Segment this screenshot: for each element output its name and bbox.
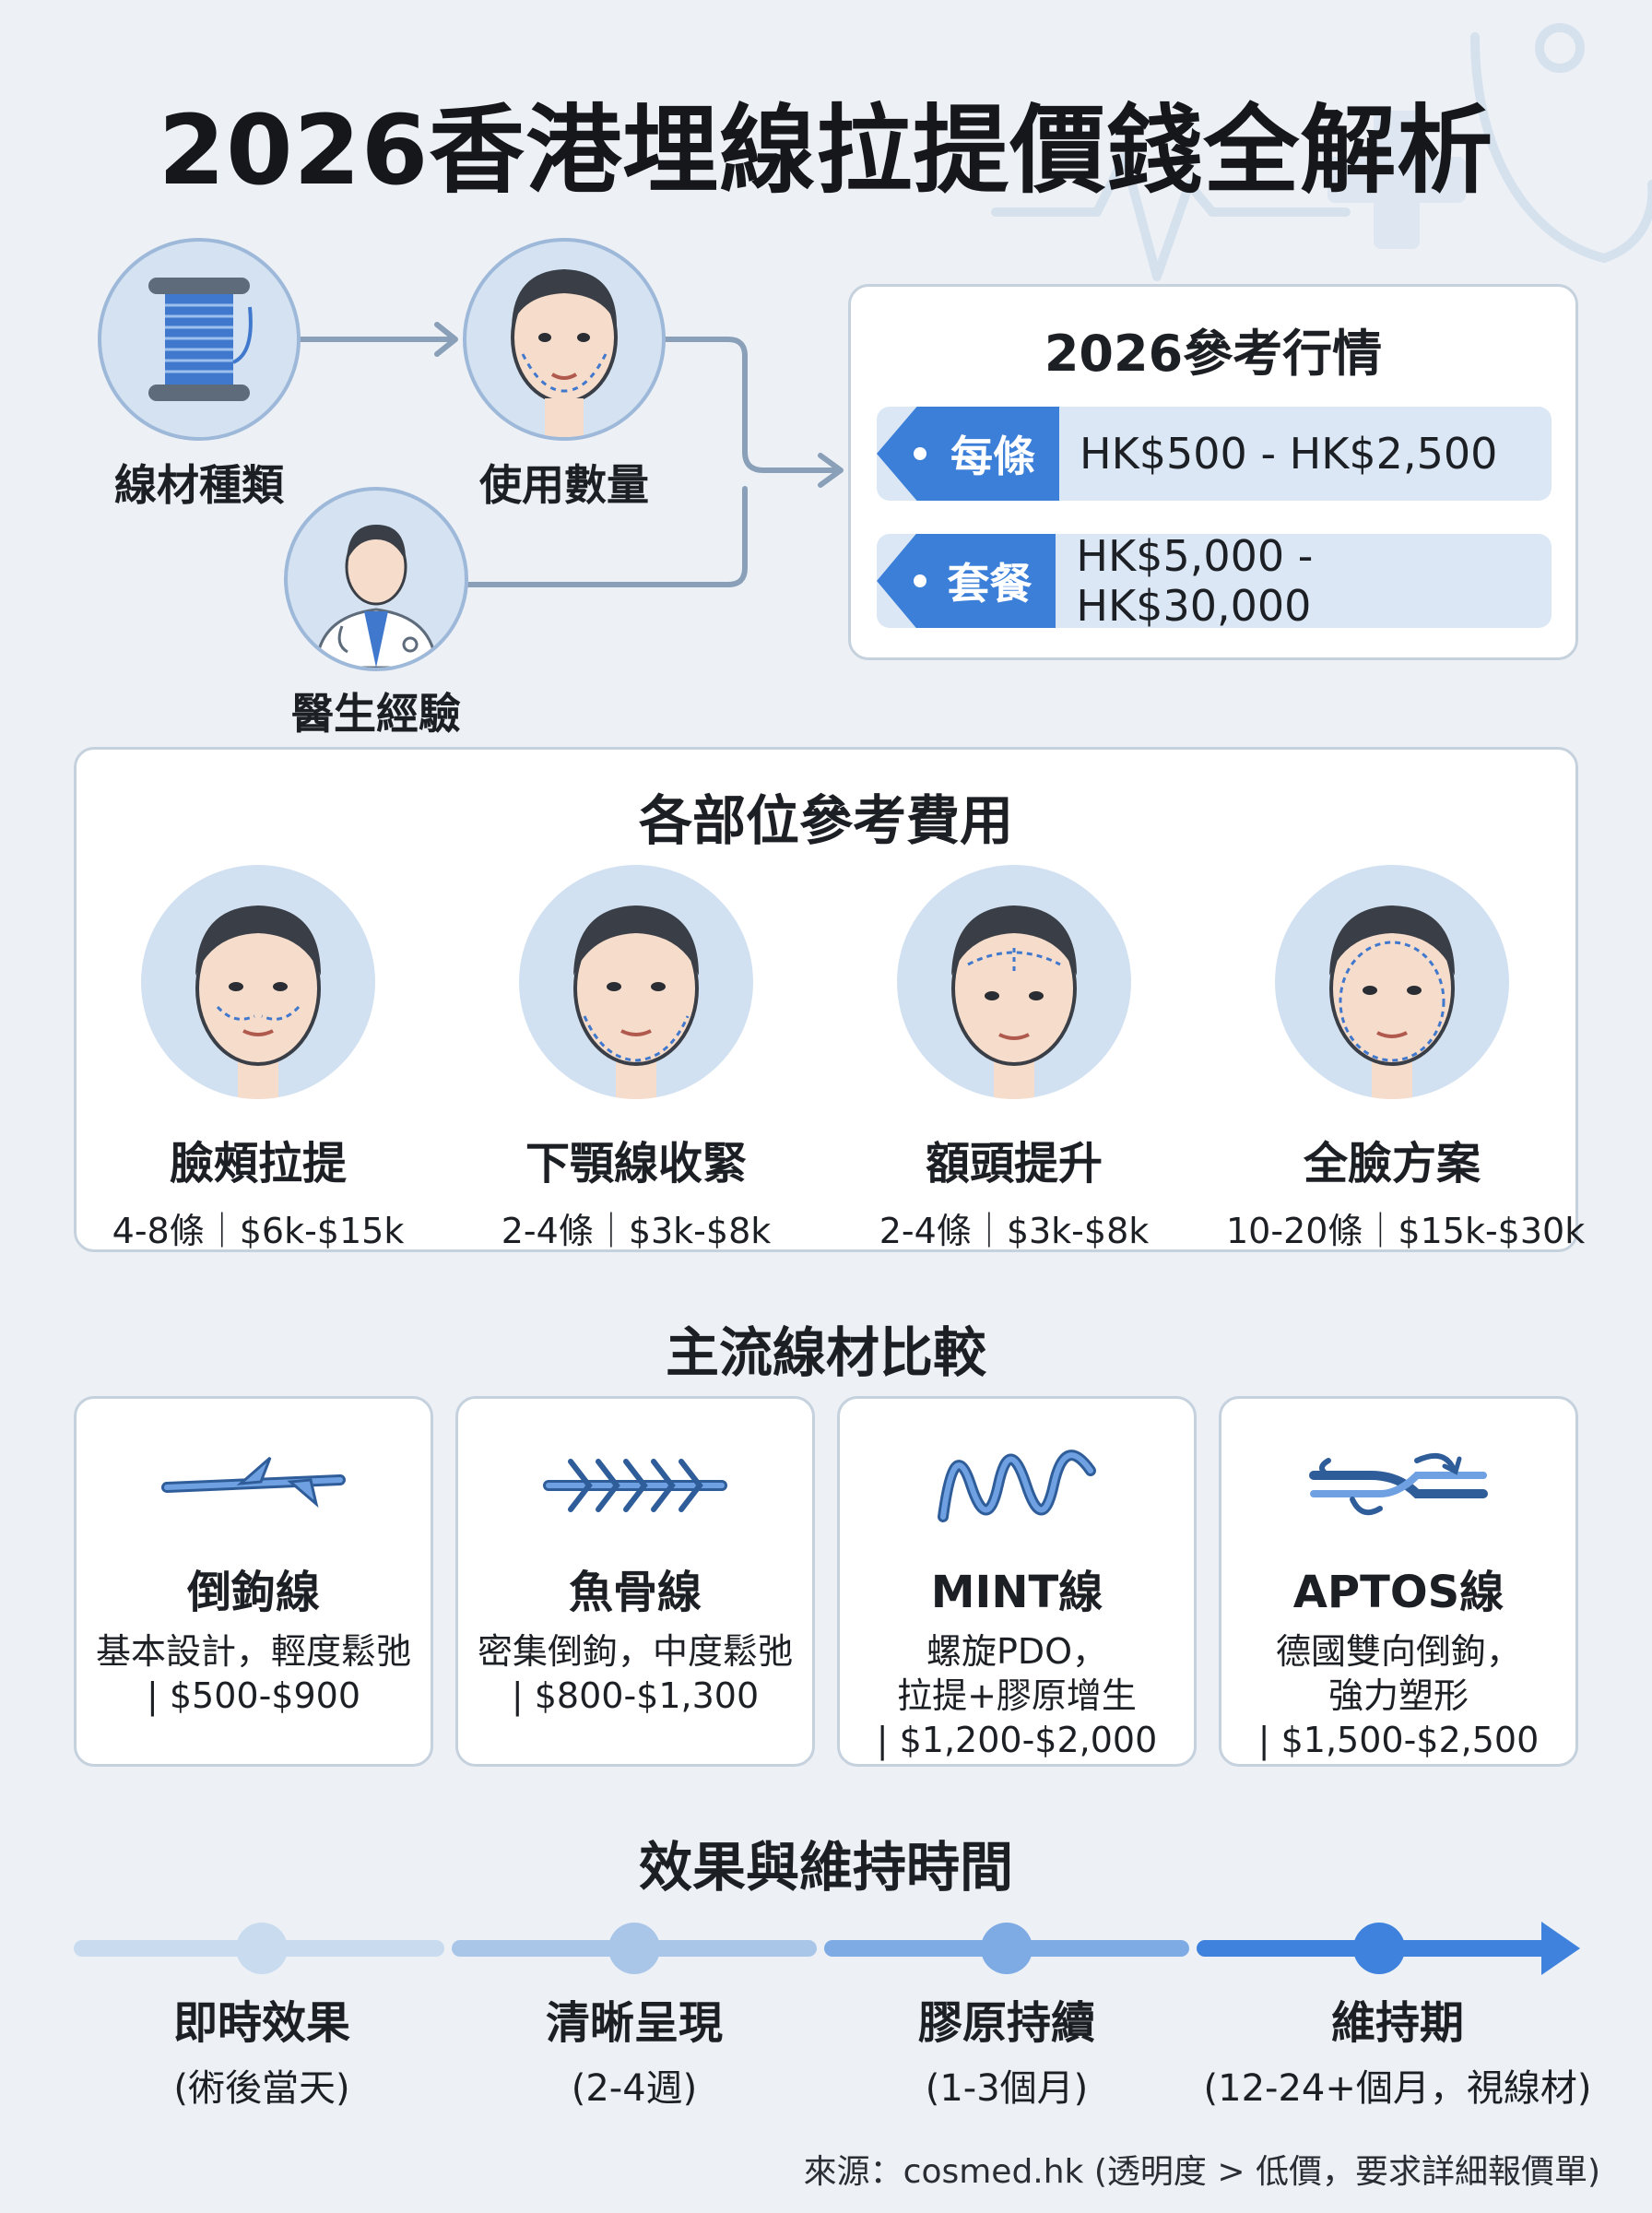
source-note: 來源：cosmed.hk (透明度 > 低價，要求詳細報價單) xyxy=(803,2153,1600,2191)
thread-desc: 螺旋PDO， 拉提+膠原增生 | $1,200-$2,000 xyxy=(840,1629,1194,1762)
timeline-stage: 即時效果 (術後當天) xyxy=(77,1986,446,2112)
thread-price: | $800-$1,300 xyxy=(511,1675,760,1716)
price-row-package: 套餐 HK$5,000 - HK$30,000 xyxy=(877,531,1552,631)
thread-desc: 密集倒鉤，中度鬆弛 | $800-$1,300 xyxy=(458,1629,812,1718)
tag-hole-icon xyxy=(914,574,926,587)
thread-desc-line: 拉提+膠原增生 xyxy=(897,1675,1137,1716)
reference-price-panel: 2026參考行情 每條 HK$500 - HK$2,500 套餐 HK$5,00… xyxy=(848,284,1578,660)
stage-name: 膠原持續 xyxy=(917,1997,1095,2049)
factor-label-thread-type: 線材種類 xyxy=(114,460,284,510)
doctor-icon xyxy=(314,525,438,668)
factor-connector-arrows xyxy=(298,322,844,587)
area-info: 2-4條｜$3k-$8k xyxy=(501,1211,772,1251)
price-value-package: HK$5,000 - HK$30,000 xyxy=(1076,531,1314,631)
thread-type-node xyxy=(98,238,301,441)
price-tag-per-thread: 每條 xyxy=(877,407,1059,501)
thread-desc: 德國雙向倒鉤， 強力塑形 | $1,500-$2,500 xyxy=(1221,1629,1575,1762)
price-tag-label: 套餐 xyxy=(947,559,1032,609)
thread-desc-line: 基本設計，輕度鬆弛 xyxy=(95,1631,411,1672)
reference-title: 2026參考行情 xyxy=(1044,325,1383,383)
stage-name: 即時效果 xyxy=(172,1997,350,2049)
price-tag-label: 每條 xyxy=(950,432,1035,481)
timeline-dot xyxy=(1353,1923,1405,1974)
stage-name: 維持期 xyxy=(1330,1997,1464,2049)
area-info: 2-4條｜$3k-$8k xyxy=(879,1211,1150,1251)
spiral-thread-icon xyxy=(938,1450,1096,1522)
area-name: 額頭提升 xyxy=(925,1138,1103,1189)
price-tag-package: 套餐 xyxy=(877,534,1056,628)
thread-price: | $1,500-$2,500 xyxy=(1257,1720,1540,1760)
face-outline-icon xyxy=(511,269,618,437)
factor-label-thread-count: 使用數量 xyxy=(479,460,649,510)
area-name: 下顎線收緊 xyxy=(525,1138,747,1189)
thread-desc-line: 密集倒鉤，中度鬆弛 xyxy=(477,1631,793,1672)
thread-price: | $500-$900 xyxy=(146,1675,360,1716)
thread-name: 魚骨線 xyxy=(568,1567,702,1618)
face-forehead-icon xyxy=(897,865,1131,1099)
area-name: 全臉方案 xyxy=(1303,1138,1481,1189)
medical-background-decoration xyxy=(991,23,1652,281)
timeline-stage: 膠原持續 (1-3個月) xyxy=(822,1986,1191,2112)
area-info: 4-8條｜$6k-$15k xyxy=(112,1211,405,1251)
area-cheek: 臉頰拉提 4-8條｜$6k-$15k xyxy=(92,865,424,1253)
face-jawline-icon xyxy=(519,865,753,1099)
area-cost-title: 各部位參考費用 xyxy=(638,789,1013,852)
price-row-per-thread: 每條 HK$500 - HK$2,500 xyxy=(877,407,1552,501)
area-forehead: 額頭提升 2-4條｜$3k-$8k xyxy=(848,865,1180,1253)
thread-name: MINT線 xyxy=(930,1567,1103,1618)
area-info: 10-20條｜$15k-$30k xyxy=(1226,1211,1586,1251)
thread-desc-line: 強力塑形 xyxy=(1328,1675,1469,1716)
thread-comparison-title: 主流線材比較 xyxy=(665,1321,986,1384)
face-cheek-icon xyxy=(141,865,375,1099)
timeline-arrow-icon xyxy=(1541,1922,1580,1975)
stage-time: (術後當天) xyxy=(173,2067,350,2110)
face-full-icon xyxy=(1275,865,1509,1099)
timeline-title: 效果與維持時間 xyxy=(638,1836,1013,1899)
thread-spool-icon xyxy=(148,278,253,401)
thread-card-fishbone: 魚骨線 密集倒鉤，中度鬆弛 | $800-$1,300 xyxy=(455,1396,815,1767)
thread-desc-line: 德國雙向倒鉤， xyxy=(1275,1631,1521,1672)
timeline-dot xyxy=(608,1923,660,1974)
stage-time: (1-3個月) xyxy=(925,2067,1089,2110)
thread-card-barb: 倒鉤線 基本設計，輕度鬆弛 | $500-$900 xyxy=(74,1396,433,1767)
thread-desc: 基本設計，輕度鬆弛 | $500-$900 xyxy=(77,1629,431,1718)
stage-name: 清晰呈現 xyxy=(545,1997,723,2049)
timeline-stage: 清晰呈現 (2-4週) xyxy=(450,1986,819,2112)
thread-count-node xyxy=(463,238,666,441)
area-name: 臉頰拉提 xyxy=(169,1138,347,1189)
doctor-experience-node xyxy=(284,487,468,671)
area-jawline: 下顎線收緊 2-4條｜$3k-$8k xyxy=(470,865,802,1253)
price-value-per-thread: HK$500 - HK$2,500 xyxy=(1080,429,1498,479)
thread-price: | $1,200-$2,000 xyxy=(876,1720,1158,1760)
thread-name: 倒鉤線 xyxy=(186,1567,320,1618)
bidirectional-thread-icon xyxy=(1309,1452,1488,1516)
factor-label-doctor-experience: 醫生經驗 xyxy=(291,689,461,739)
stage-time: (12-24+個月，視線材) xyxy=(1203,2067,1592,2110)
thread-card-aptos: APTOS線 德國雙向倒鉤， 強力塑形 | $1,500-$2,500 xyxy=(1219,1396,1578,1767)
thread-card-mint: MINT線 螺旋PDO， 拉提+膠原增生 | $1,200-$2,000 xyxy=(837,1396,1197,1767)
barb-thread-icon xyxy=(161,1456,346,1509)
timeline-dot xyxy=(236,1923,288,1974)
tag-hole-icon xyxy=(914,447,926,460)
thread-name: APTOS線 xyxy=(1292,1567,1504,1618)
timeline-stage: 維持期 (12-24+個月，視線材) xyxy=(1167,1986,1628,2112)
timeline-dot xyxy=(981,1923,1032,1974)
stage-time: (2-4週) xyxy=(571,2067,698,2110)
thread-desc-line: 螺旋PDO， xyxy=(926,1631,1108,1672)
area-full-face: 全臉方案 10-20條｜$15k-$30k xyxy=(1226,865,1586,1253)
page-title: 2026香港埋線拉提價錢全解析 xyxy=(158,94,1494,207)
fishbone-thread-icon xyxy=(543,1459,727,1512)
